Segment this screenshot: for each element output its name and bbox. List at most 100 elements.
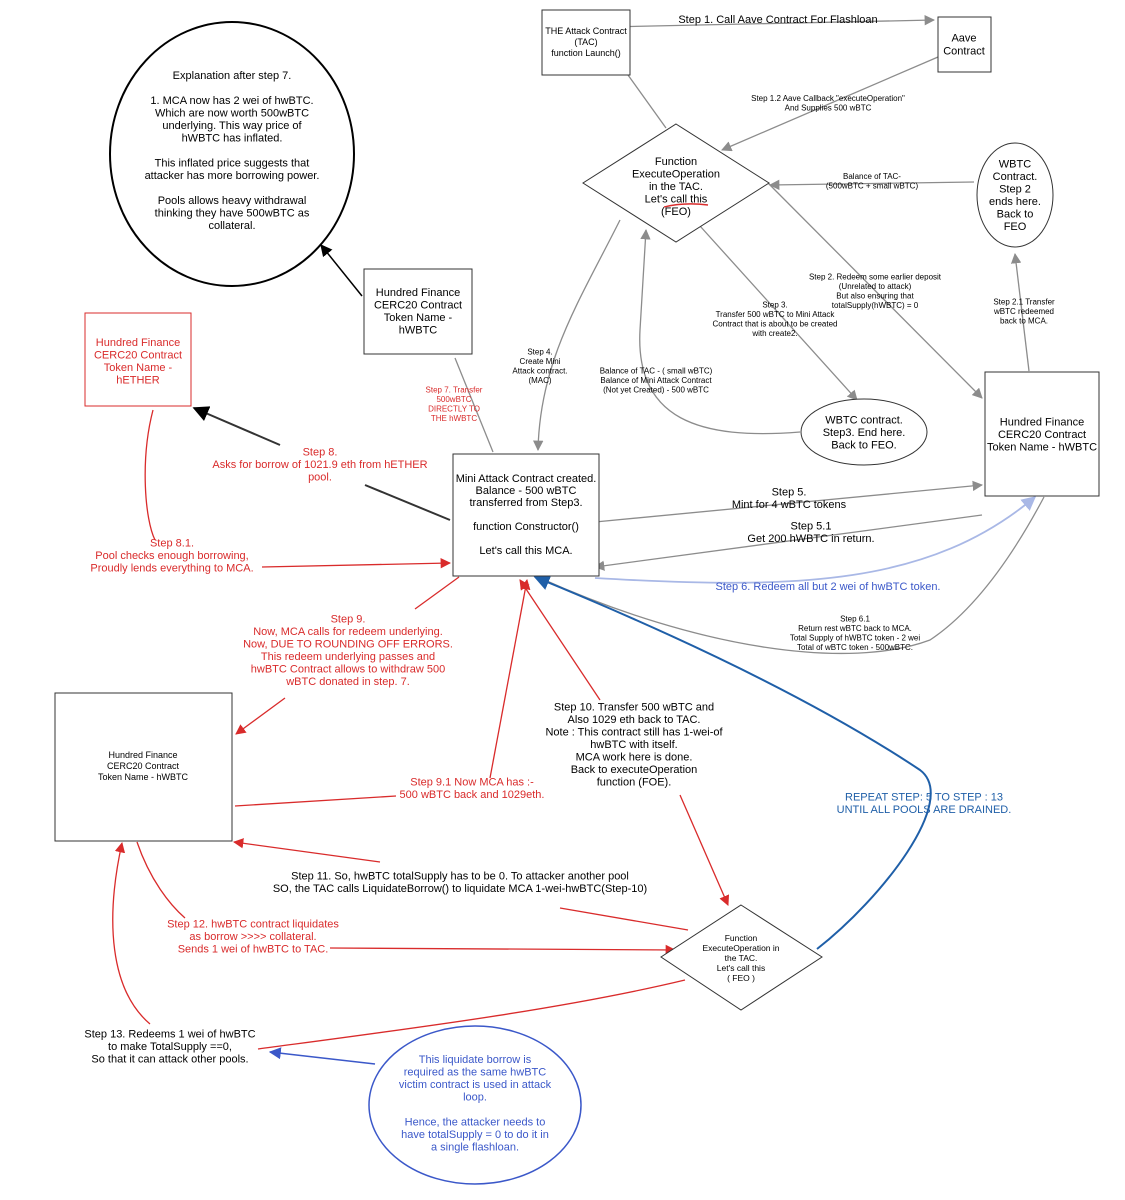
node-feo-bottom-text-line: ExecuteOperation in — [702, 943, 779, 953]
label-balance-tac-line: (500wBTC + small wBTC) — [826, 182, 919, 191]
node-note-circle-text-line: This liquidate borrow is — [419, 1054, 532, 1066]
edge-note — [268, 1047, 376, 1065]
edge-mca-hwbtc — [454, 357, 494, 453]
label-step2-line: (Unrelated to attack) — [839, 282, 912, 291]
label-step2-1-line: wBTC redeemed — [993, 307, 1054, 316]
edge-hwbtc-explanation — [320, 244, 363, 297]
node-wbtc-step2-text-line: Contract. — [993, 171, 1038, 183]
node-feo-top-text-line: (FEO) — [661, 206, 691, 218]
label-step5-line: Mint for 4 wBTC tokens — [732, 499, 847, 511]
node-note-circle-text-line: Hence, the attacker needs to — [405, 1117, 546, 1129]
node-aave-shape — [937, 16, 992, 73]
label-step10-line: hwBTC with itself. — [590, 739, 677, 751]
label-step9: Step 9.Now, MCA calls for redeem underly… — [243, 614, 453, 689]
label-balance-tac-small-line: Balance of Mini Attack Contract — [600, 376, 712, 385]
edge-step8-b — [192, 406, 281, 446]
node-explanation-text: Explanation after step 7.1. MCA now has … — [145, 70, 320, 232]
label-step1-line: Step 1. Call Aave Contract For Flashloan — [678, 14, 877, 26]
node-aave-text-line: Aave — [951, 32, 976, 44]
node-hwbtc-mid-text-line: Hundred Finance — [376, 287, 460, 299]
label-step10-line: Back to executeOperation — [571, 764, 698, 776]
label-balance-tac-small: Balance of TAC - ( small wBTC)Balance of… — [600, 366, 713, 394]
node-tac-text-line: THE Attack Contract — [545, 26, 627, 36]
edge-step13 — [257, 979, 686, 1050]
edge-tac-feo — [627, 74, 667, 129]
label-step7-line: 500wBTC — [436, 395, 471, 404]
node-feo-bottom-text-line: the TAC. — [725, 953, 758, 963]
node-explanation-text-line: Pools allows heavy withdrawal — [158, 195, 307, 207]
edge-step2 — [767, 182, 983, 399]
node-explanation-text-line: underlying. This way price of — [162, 120, 302, 132]
label-step13-line: Step 13. Redeems 1 wei of hwBTC — [84, 1028, 255, 1040]
node-hwbtc-mid-shape — [363, 268, 473, 355]
label-step12-line: Sends 1 wei of hwBTC to TAC. — [178, 943, 329, 955]
underline-mark — [663, 203, 709, 208]
node-explanation-text-line: Which are now worth 500wBTC — [155, 107, 309, 119]
node-feo-bottom-shape — [660, 904, 823, 1011]
node-hwbtc-mid-text-line: Token Name - — [384, 312, 453, 324]
node-mca-text-line: Balance - 500 wBTC — [476, 485, 577, 497]
label-step9-line: wBTC donated in step. 7. — [285, 676, 410, 688]
node-hwbtc-right-text-line: Token Name - hWBTC — [987, 441, 1097, 453]
label-step5-line: Step 5. — [772, 487, 807, 499]
node-tac: THE Attack Contract(TAC)function Launch(… — [541, 9, 631, 76]
node-feo-bottom-text-line: Let's call this — [717, 963, 765, 973]
label-step9-1-line: Step 9.1 Now MCA has :- — [410, 777, 534, 789]
node-explanation-text-line: thinking they have 500wBTC as — [155, 207, 310, 219]
label-step1: Step 1. Call Aave Contract For Flashloan — [678, 14, 877, 26]
node-tac-text: THE Attack Contract(TAC)function Launch(… — [545, 26, 627, 58]
edge-step9-1-b — [234, 795, 397, 807]
node-feo-top-text-line: Function — [655, 156, 697, 168]
label-step13-line: So that it can attack other pools. — [91, 1053, 248, 1065]
node-hwbtc-right-text-line: CERC20 Contract — [998, 429, 1086, 441]
label-step5-1-line: Step 5.1 — [791, 521, 832, 533]
node-hwbtc-left-shape — [54, 692, 233, 842]
edge-step2-1 — [1010, 252, 1030, 372]
label-step9-1: Step 9.1 Now MCA has :-500 wBTC back and… — [400, 777, 545, 802]
edge-step1-2 — [721, 56, 939, 152]
label-balance-tac-line: Balance of TAC- — [843, 172, 901, 181]
edge-step13-b — [112, 841, 151, 1025]
label-step2: Step 2. Redeem some earlier deposit(Unre… — [809, 273, 942, 311]
node-explanation-text-line: collateral. — [208, 220, 255, 232]
label-step2-line: Step 2. Redeem some earlier deposit — [809, 273, 942, 282]
node-feo-top-text-line: Let's call this — [645, 193, 708, 205]
node-wbtc-step2-text-line: Step 2 — [999, 184, 1031, 196]
edge-step12-a — [136, 841, 186, 919]
label-step2-1-line: back to MCA. — [1000, 316, 1048, 325]
node-hwbtc-right-shape — [984, 371, 1100, 497]
label-balance-tac-small-line: Balance of TAC - ( small wBTC) — [600, 366, 713, 375]
label-step8-1: Step 8.1.Pool checks enough borrowing,Pr… — [90, 537, 253, 574]
node-mca-shape — [452, 453, 600, 577]
edge-step9 — [414, 576, 460, 610]
node-feo-bottom-text-line: Function — [725, 933, 758, 943]
edge-step11-b — [559, 907, 689, 931]
label-step6-1-line: Step 6.1 — [840, 615, 870, 624]
edge-step1 — [606, 15, 936, 28]
label-step4-line: (MAC) — [528, 376, 551, 385]
node-hether-text-line: Hundred Finance — [96, 337, 180, 349]
edge-step5-1 — [593, 514, 983, 571]
label-repeat-line: REPEAT STEP: 5 TO STEP : 13 — [845, 792, 1003, 804]
label-step4-line: Create Mini — [520, 357, 561, 366]
label-step9-line: Now, DUE TO ROUNDING OFF ERRORS. — [243, 639, 453, 651]
node-explanation-text-line: attacker has more borrowing power. — [145, 170, 320, 182]
node-note-circle-text-line: loop. — [463, 1092, 487, 1104]
label-step3-line: Transfer 500 wBTC to Mini Attack — [716, 310, 836, 319]
node-wbtc-step3-text-line: WBTC contract. — [825, 414, 903, 426]
label-step6-1-line: Total Supply of hWBTC token - 2 wei — [790, 634, 921, 643]
